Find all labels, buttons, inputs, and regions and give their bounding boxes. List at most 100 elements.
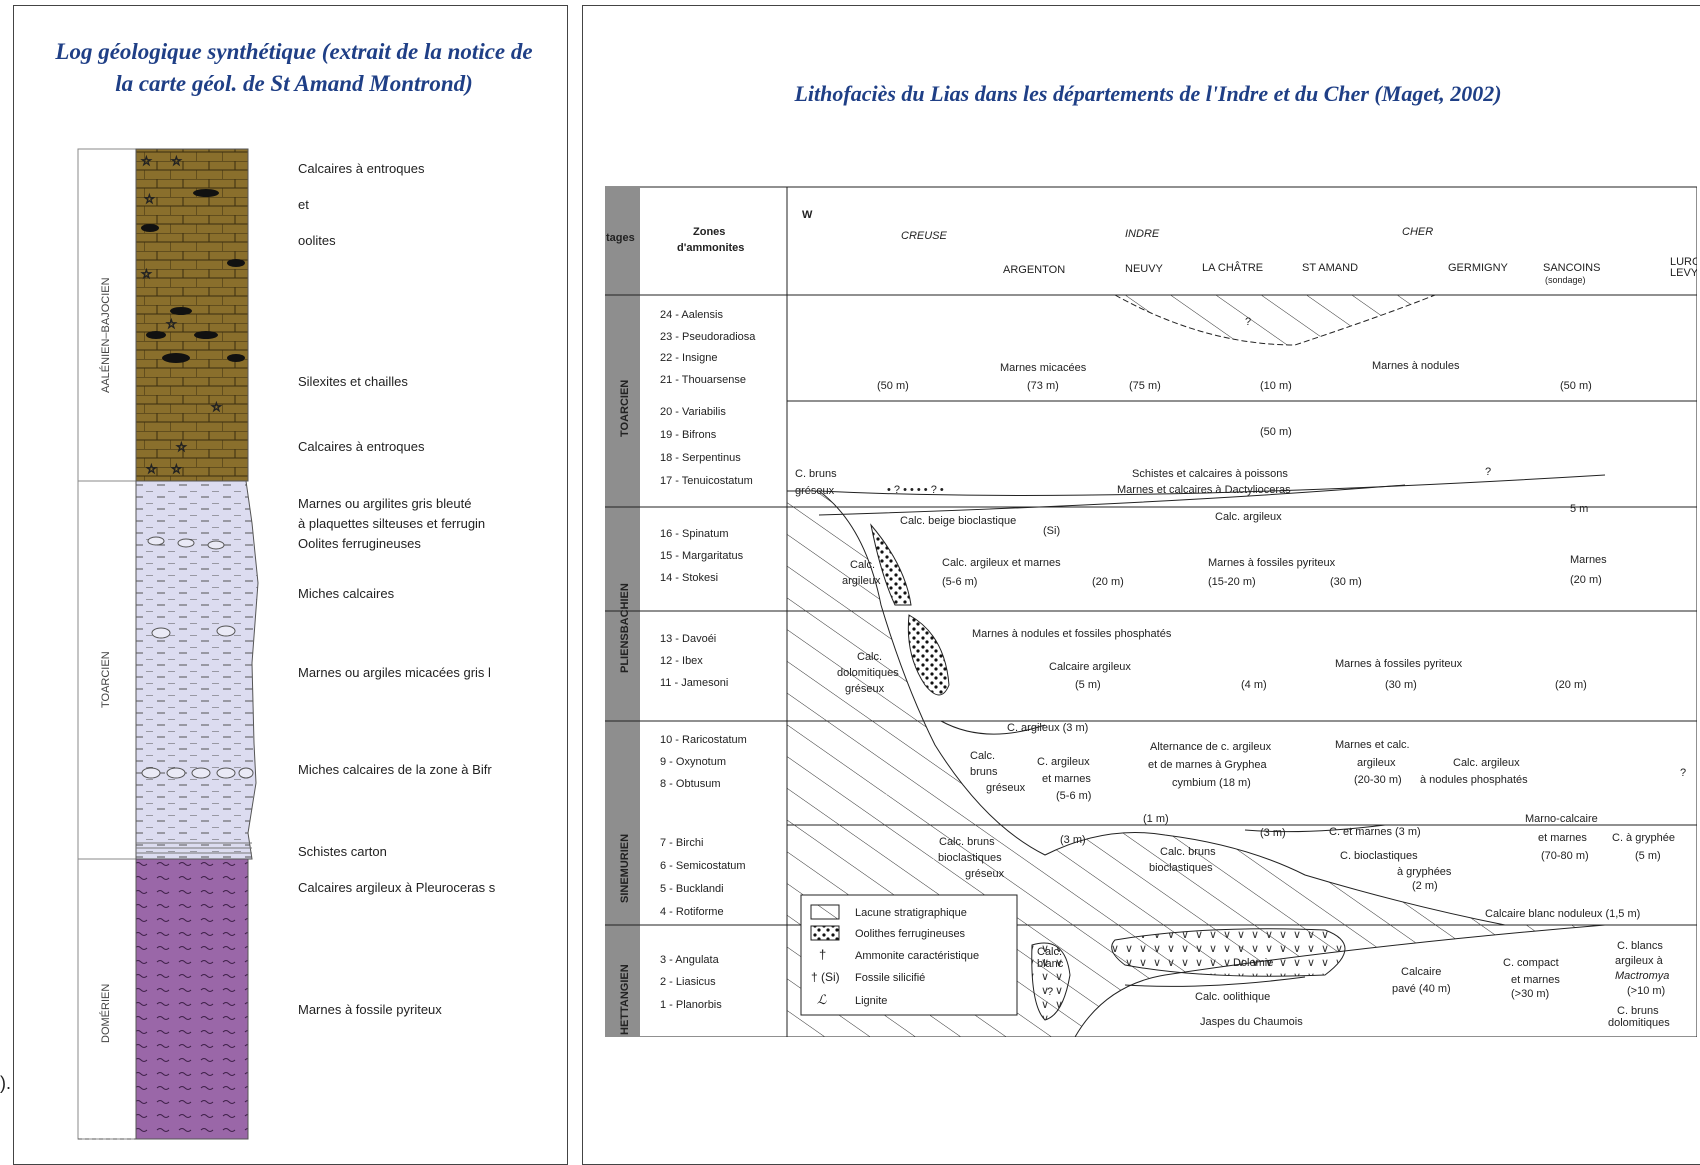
locality-label: LA CHÂTRE [1202, 261, 1263, 274]
zone-label: 7 - Birchi [660, 837, 703, 849]
annotation: C. à gryphée [1612, 832, 1675, 844]
zone-label: 19 - Bifrons [660, 429, 717, 441]
horizon-line [1124, 976, 1306, 987]
annotation: ? [1680, 767, 1686, 779]
log-label: Silexites et chailles [298, 374, 408, 389]
west-label: W [802, 209, 813, 221]
annotation: et marnes [1511, 974, 1560, 986]
horizon-line [1244, 824, 1386, 833]
annotation: gréseux [845, 683, 885, 695]
schistes-carton [136, 842, 252, 854]
zone-label: 8 - Obtusum [660, 778, 721, 790]
zone-label: 12 - Ibex [660, 655, 703, 667]
annotation: Marnes [1570, 554, 1607, 566]
annotation: Marno-calcaire [1525, 813, 1598, 825]
annotation: Marnes à fossiles pyriteux [1335, 658, 1463, 670]
annotation: gréseux [986, 782, 1026, 794]
annotation: (50 m) [1560, 380, 1592, 392]
annotation: pavé (40 m) [1392, 983, 1451, 995]
annotation: (20 m) [1092, 576, 1124, 588]
stage-bar-toarcien [77, 480, 137, 860]
zone-label: 17 - Tenuicostatum [660, 475, 753, 487]
annotations-hettangien: Calc. blanc ? Dolomie Calcaire pavé (40 … [1037, 940, 1670, 1029]
annotation: Calc. bruns [939, 836, 995, 848]
zone-label: 11 - Jamesoni [660, 677, 728, 689]
annotation: Calcaire blanc noduleux (1,5 m) [1485, 908, 1640, 920]
log-label: Calcaires argileux à Pleuroceras s [298, 880, 496, 895]
star-symbols: ☆☆☆ ☆☆☆ ☆☆☆ [141, 154, 223, 477]
legend-item: Oolithes ferrugineuses [855, 928, 966, 940]
zone-label: 4 - Rotiforme [660, 906, 724, 918]
log-label: Marnes ou argiles micacées gris l [298, 665, 491, 680]
annotation: 5 m [1570, 503, 1588, 515]
log-label: Marnes ou argilites gris bleuté [298, 496, 472, 511]
log-label: Schistes carton [298, 844, 387, 859]
annotation: (20 m) [1555, 679, 1587, 691]
annotation: Marnes à nodules et fossiles phosphatés [972, 628, 1172, 640]
annotation: gréseux [965, 868, 1005, 880]
annotation: Marnes et calcaires à Dactylioceras [1117, 484, 1291, 496]
lithology-domerien [135, 858, 249, 1140]
annotation: Calc. [970, 750, 995, 762]
annotation: (73 m) [1027, 380, 1059, 392]
annotations-sinemurien: C. argileux (3 m) Calc. bruns gréseux C.… [938, 722, 1686, 920]
annotation: (Si) [1043, 525, 1060, 537]
zone-label: 20 - Variabilis [660, 406, 726, 418]
stage-name: TOARCIEN [619, 380, 631, 437]
zone-label: 10 - Raricostatum [660, 734, 747, 746]
annotation: (50 m) [1260, 426, 1292, 438]
annotation: ? [1047, 986, 1053, 998]
annotations-toarcien: Marnes micacées (50 m) (73 m) (75 m) (10… [795, 316, 1592, 497]
log-label: Calcaires à entroques [298, 439, 425, 454]
stage-label-aalenien: AALÉNIEN–BAJOCIEN [99, 277, 112, 393]
annotation: (5 m) [1635, 850, 1661, 862]
department-label: INDRE [1125, 228, 1160, 240]
svg-text:☆: ☆ [144, 192, 155, 206]
annotation: Calc. [857, 651, 882, 663]
annotation: (30 m) [1330, 576, 1362, 588]
annotation: et marnes [1042, 773, 1091, 785]
legend-lignite-icon: ℒ [817, 992, 827, 1007]
annotation: ? [1485, 466, 1491, 478]
silex-nodules [141, 189, 245, 363]
zone-label: 16 - Spinatum [660, 528, 728, 540]
stray-text: ). [0, 1073, 11, 1093]
stage-name: HETTANGIEN [619, 964, 631, 1035]
locality-label: NEUVY [1125, 263, 1164, 275]
zone-label: 6 - Semicostatum [660, 860, 746, 872]
annotation: Marnes à nodules [1372, 360, 1460, 372]
annotation: argileux à [1615, 955, 1664, 967]
annotation: Calc. argileux [1453, 757, 1520, 769]
zone-label: 23 - Pseudoradiosa [660, 331, 756, 343]
svg-text:☆: ☆ [171, 462, 182, 476]
stage-label-domerien: DOMÉRIEN [99, 984, 112, 1043]
department-label: CREUSE [901, 230, 948, 242]
legend-item: Ammonite caractéristique [855, 950, 979, 962]
annotation: (70-80 m) [1541, 850, 1589, 862]
annotation: C. argileux (3 m) [1007, 722, 1088, 734]
log-label: Marnes à fossile pyriteux [298, 1002, 442, 1017]
annotation: blanc [1037, 958, 1064, 970]
annotation: Calc. bruns [1160, 846, 1216, 858]
legend-item: Lignite [855, 995, 887, 1007]
svg-text:☆: ☆ [141, 154, 152, 168]
right-panel-title: Lithofaciès du Lias dans les département… [794, 81, 1502, 106]
zone-label: 9 - Oxynotum [660, 756, 726, 768]
locality-label: ARGENTON [1003, 264, 1065, 276]
annotation: Mactromya [1615, 970, 1669, 982]
annotation: (2 m) [1412, 880, 1438, 892]
horizon-line [818, 474, 1606, 496]
annotation: (75 m) [1129, 380, 1161, 392]
dolomie-body [1111, 928, 1346, 977]
stage-bar-domerien [77, 858, 137, 1140]
log-label: Calcaires à entroques [298, 161, 425, 176]
annotation: gréseux [795, 485, 835, 497]
svg-text:☆: ☆ [166, 317, 177, 331]
zone-label: 24 - Aalensis [660, 309, 723, 321]
annotation: Alternance de c. argileux [1150, 741, 1272, 753]
zone-label: 13 - Davoéi [660, 633, 716, 645]
zone-label: 5 - Bucklandi [660, 883, 724, 895]
svg-text:☆: ☆ [146, 462, 157, 476]
annotation: C. bruns [795, 468, 837, 480]
annotation: Calc. oolithique [1195, 991, 1270, 1003]
